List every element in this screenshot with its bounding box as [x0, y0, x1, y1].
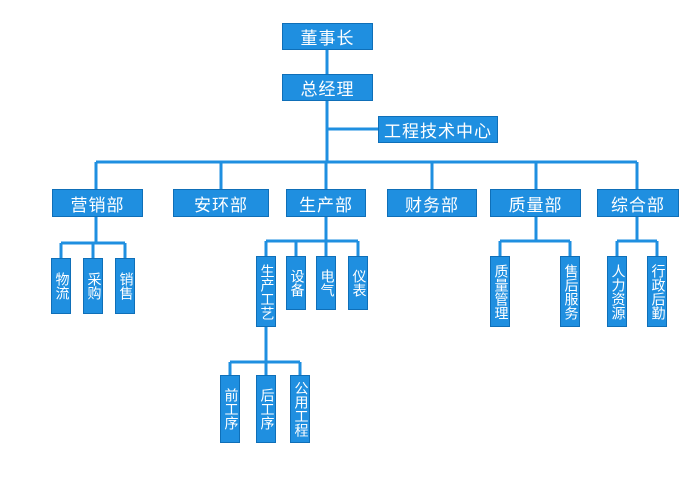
node-dept-quality: 质量部 [490, 189, 581, 217]
node-unit-electrical: 电气 [316, 256, 336, 310]
node-unit-equipment: 设备 [286, 256, 306, 310]
node-unit-after-sales: 售后服务 [560, 256, 580, 327]
node-general-manager: 总经理 [282, 74, 373, 101]
node-unit-front-process: 前工序 [220, 375, 240, 443]
node-dept-general: 综合部 [597, 189, 679, 217]
node-unit-logistics: 物流 [51, 258, 71, 314]
node-unit-production-process: 生产工艺 [256, 256, 276, 327]
node-unit-utilities: 公用工程 [290, 375, 310, 443]
node-unit-sales: 销售 [115, 258, 135, 314]
node-dept-marketing: 营销部 [52, 189, 143, 217]
node-dept-safety-env: 安环部 [173, 189, 269, 217]
node-dept-production: 生产部 [286, 189, 366, 217]
node-unit-instruments: 仪表 [348, 256, 368, 310]
node-dept-finance: 财务部 [387, 189, 477, 217]
node-unit-human-resources: 人力资源 [607, 256, 627, 327]
node-unit-quality-management: 质量管理 [490, 256, 510, 327]
node-unit-back-process: 后工序 [256, 375, 276, 443]
node-tech-center: 工程技术中心 [378, 116, 498, 143]
node-unit-admin-logistics: 行政后勤 [647, 256, 667, 327]
node-unit-purchasing: 采购 [83, 258, 103, 314]
node-chairman: 董事长 [282, 23, 373, 50]
